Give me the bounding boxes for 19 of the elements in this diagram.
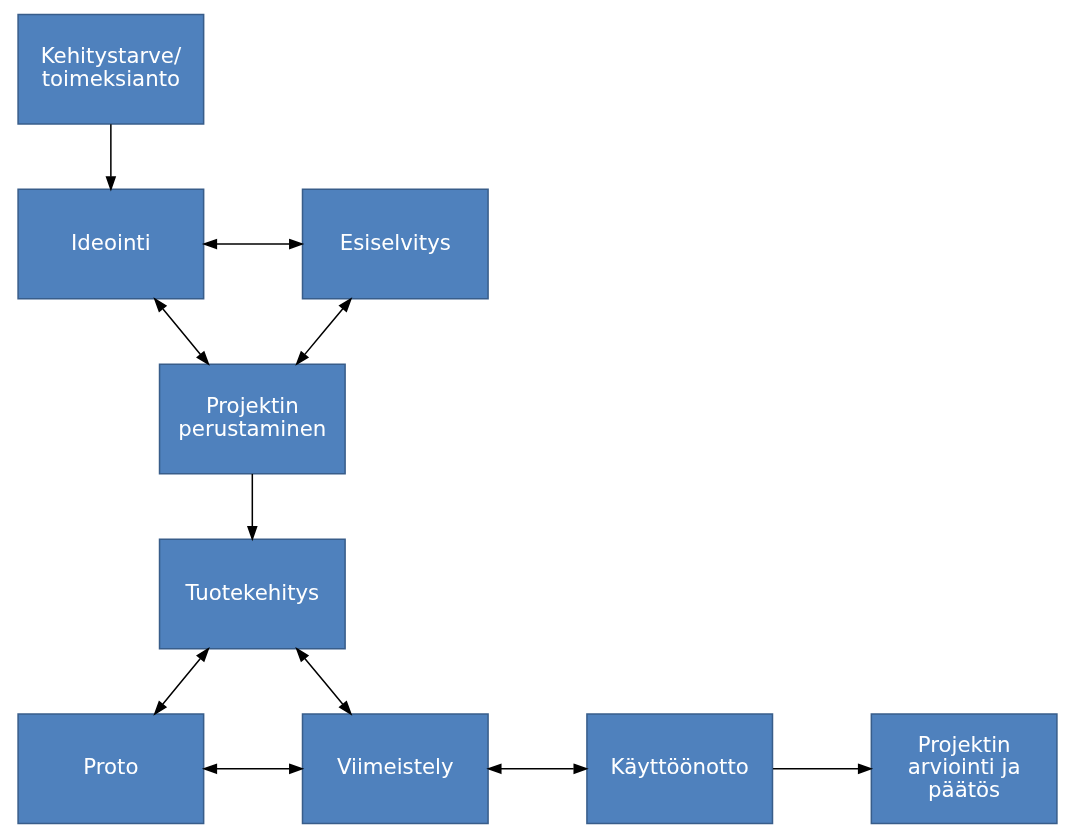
node-box: Kehitystarve/ toimeksianto bbox=[16, 13, 204, 125]
arrow bbox=[201, 763, 304, 775]
arrow bbox=[201, 238, 304, 250]
node-box: Projektin perustaminen bbox=[158, 363, 346, 475]
arrow bbox=[771, 763, 873, 775]
arrow bbox=[485, 763, 589, 775]
arrow bbox=[294, 647, 352, 716]
arrow bbox=[152, 647, 210, 716]
node-box: Projektin arviointi ja päätös bbox=[870, 713, 1058, 825]
node-box: Esiselvitys bbox=[301, 188, 489, 300]
node-box: Proto bbox=[16, 713, 204, 825]
node-box: Viimeistely bbox=[301, 713, 489, 825]
arrow bbox=[294, 297, 352, 366]
node-box: Tuotekehitys bbox=[158, 538, 346, 650]
arrow bbox=[152, 297, 210, 366]
arrow bbox=[246, 473, 258, 542]
node-box: Käyttöönotto bbox=[585, 713, 773, 825]
node-box: Ideointi bbox=[16, 188, 204, 300]
arrow bbox=[105, 123, 116, 192]
